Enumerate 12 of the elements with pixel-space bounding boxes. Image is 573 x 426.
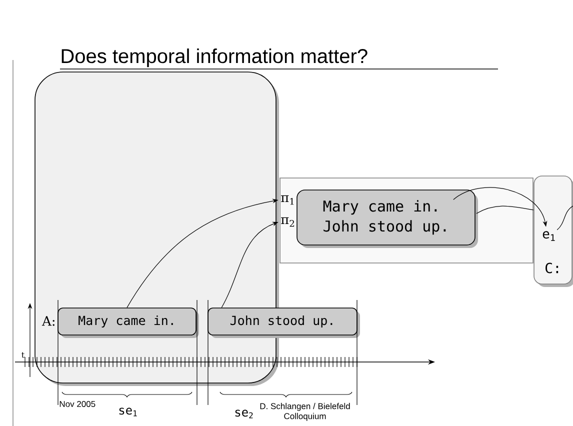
text-box: Mary came in. bbox=[58, 308, 199, 338]
interval-label: se$_{1}$ bbox=[119, 408, 137, 416]
text-box: John stood up. bbox=[208, 308, 360, 338]
symbol-label: e$_{1}$ bbox=[542, 231, 555, 241]
symbol-label: π$_{1}$ bbox=[281, 195, 294, 205]
footer-text: D. Schlangen / Bielefeld Colloquium bbox=[260, 402, 350, 421]
text-box: Mary came in. John stood up. bbox=[296, 190, 478, 248]
symbol-label: π$_{2}$ bbox=[281, 217, 294, 227]
axis-label: t bbox=[22, 352, 25, 358]
interval-label: se$_{2}$ bbox=[235, 410, 253, 418]
footer-text: Nov 2005 bbox=[60, 401, 96, 407]
slide-title: Does temporal information matter? bbox=[62, 48, 368, 68]
